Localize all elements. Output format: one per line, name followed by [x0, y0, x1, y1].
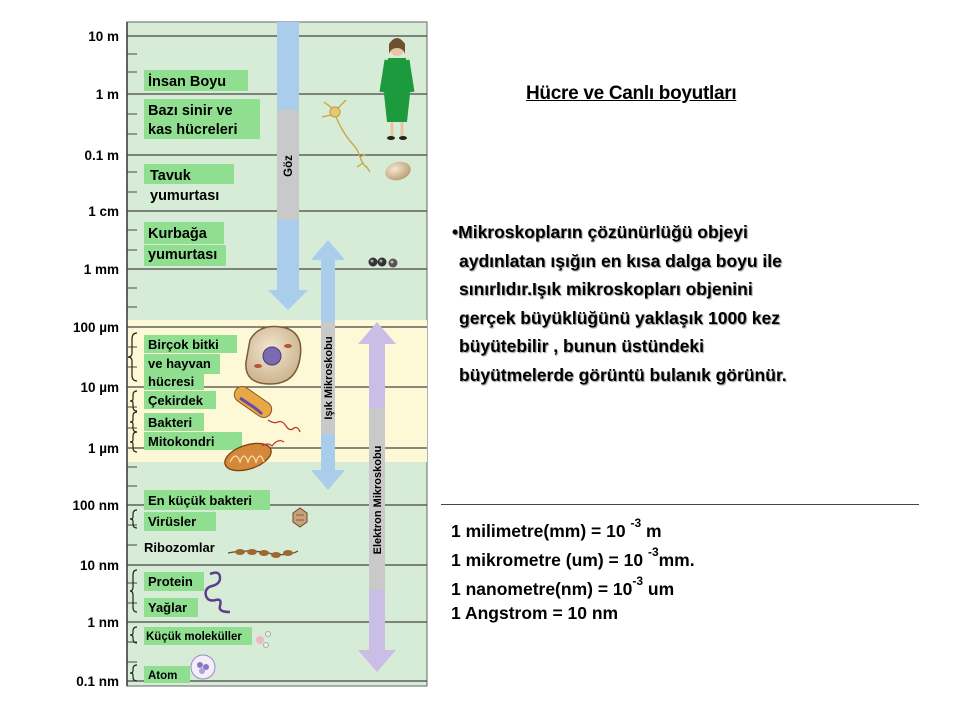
unit-base: 1 nanometre(nm) = 10: [451, 578, 633, 599]
object-label: Ribozomlar: [144, 540, 215, 555]
eye-range-arrow: Göz: [268, 22, 308, 310]
object-label: Mitokondri: [148, 434, 214, 449]
object-labels: İnsan Boyu Bazı sinir ve kas hücreleri T…: [144, 73, 252, 682]
unit-tail: mm.: [658, 549, 695, 570]
range-brackets: [127, 332, 138, 682]
tick-labels: 10 m 1 m 0.1 m 1 cm 1 mm 100 µm 10 µm 1 …: [72, 29, 119, 689]
unit-tail: um: [643, 578, 675, 599]
electron-microscope-label: Elektron Mikroskobu: [372, 446, 384, 555]
tick-label: 1 m: [96, 87, 119, 102]
object-label: Çekirdek: [148, 393, 204, 408]
unit-base: 1 milimetre(mm) = 10: [451, 520, 631, 541]
object-label: İnsan Boyu: [148, 73, 226, 90]
unit-base: 1 mikrometre (um) = 10: [451, 549, 648, 570]
unit-exponent: -3: [632, 574, 644, 588]
animal-cell-icon: [245, 325, 302, 385]
object-label: En küçük bakteri: [148, 493, 252, 508]
bullet-text: •Mikroskopların çözünürlüğü objeyi aydın…: [452, 218, 932, 390]
tick-label: 0.1 m: [84, 148, 119, 163]
mitochondrion-icon: [224, 440, 285, 472]
unit-base: 1 Angstrom = 10 nm: [451, 603, 619, 623]
protein-icon: [204, 571, 231, 614]
object-label: hücresi: [148, 374, 194, 389]
object-label: Bazı sinir ve: [148, 103, 233, 119]
unit-tail: m: [641, 520, 662, 541]
light-microscope-label: Işık Mikroskobu: [323, 336, 335, 419]
object-label: ve hayvan: [148, 356, 211, 371]
page-title: Hücre ve Canlı boyutları: [526, 83, 737, 104]
unit-row: 1 milimetre(mm) = 10 -3 m: [451, 512, 695, 541]
tick-label: 100 nm: [72, 498, 119, 513]
tick-label: 1 cm: [88, 204, 119, 219]
object-label: kas hücreleri: [148, 122, 237, 138]
object-label: Birçok bitki: [148, 337, 219, 352]
atom-icon: [190, 654, 216, 680]
chicken-egg-icon: [385, 161, 411, 181]
object-label: Bakteri: [148, 415, 192, 430]
object-label: Virüsler: [148, 514, 196, 529]
label-highlights: [144, 70, 270, 683]
small-molecule-icon: [256, 631, 271, 648]
size-scale-diagram: 10 m 1 m 0.1 m 1 cm 1 mm 100 µm 10 µm 1 …: [72, 21, 428, 689]
unit-row: 1 mikrometre (um) = 10 -3mm.: [451, 541, 695, 570]
object-label: Küçük moleküller: [146, 631, 242, 643]
object-label: Yağlar: [148, 600, 187, 615]
bullet-line: sınırlıdır.Işık mikroskopları objenini: [459, 279, 753, 300]
object-label: Kurbağa: [148, 226, 208, 242]
bullet-line: gerçek büyüklüğünü yaklaşık 1000 kez: [459, 307, 780, 328]
frog-eggs-icon: [368, 257, 398, 268]
object-label: yumurtası: [148, 247, 217, 263]
unit-row: 1 Angstrom = 10 nm: [451, 599, 695, 628]
bacterium-icon: [233, 386, 301, 433]
bullet-line: büyütebilir , bunun üstündeki: [459, 336, 704, 357]
tick-label: 10 µm: [80, 380, 119, 395]
object-label: Tavuk: [150, 168, 192, 184]
tick-label: 10 m: [88, 29, 119, 44]
tick-label: 100 µm: [73, 320, 119, 335]
eye-range-label: Göz: [283, 155, 295, 177]
object-label: Atom: [148, 670, 177, 682]
tick-label: 10 nm: [80, 558, 119, 573]
bullet-line: büyütmelerde görüntü bulanık görünür.: [459, 364, 787, 385]
ribosome-chain-icon: [227, 549, 299, 558]
virus-icon: [292, 507, 308, 528]
bullet-line: •Mikroskopların çözünürlüğü objeyi: [452, 222, 748, 242]
tick-label: 0.1 nm: [76, 674, 119, 689]
unit-exponent: -3: [630, 516, 642, 530]
human-figure-icon: [379, 38, 415, 140]
unit-row: 1 nanometre(nm) = 10-3 um: [451, 570, 695, 599]
minor-ticks: [127, 53, 137, 663]
tick-label: 1 mm: [84, 262, 119, 277]
object-label: yumurtası: [150, 188, 219, 204]
divider-line: [441, 504, 919, 505]
electron-microscope-arrow: Elektron Mikroskobu: [358, 322, 396, 672]
bullet-line: aydınlatan ışığın en kısa dalga boyu ile: [459, 250, 782, 271]
unit-conversions: 1 milimetre(mm) = 10 -3 m 1 mikrometre (…: [451, 512, 695, 628]
light-microscope-arrow: Işık Mikroskobu: [311, 240, 345, 490]
unit-exponent: -3: [647, 545, 659, 559]
neuron-icon: [321, 99, 371, 173]
object-label: Protein: [148, 574, 193, 589]
tick-label: 1 µm: [88, 441, 119, 456]
tick-label: 1 nm: [87, 615, 119, 630]
